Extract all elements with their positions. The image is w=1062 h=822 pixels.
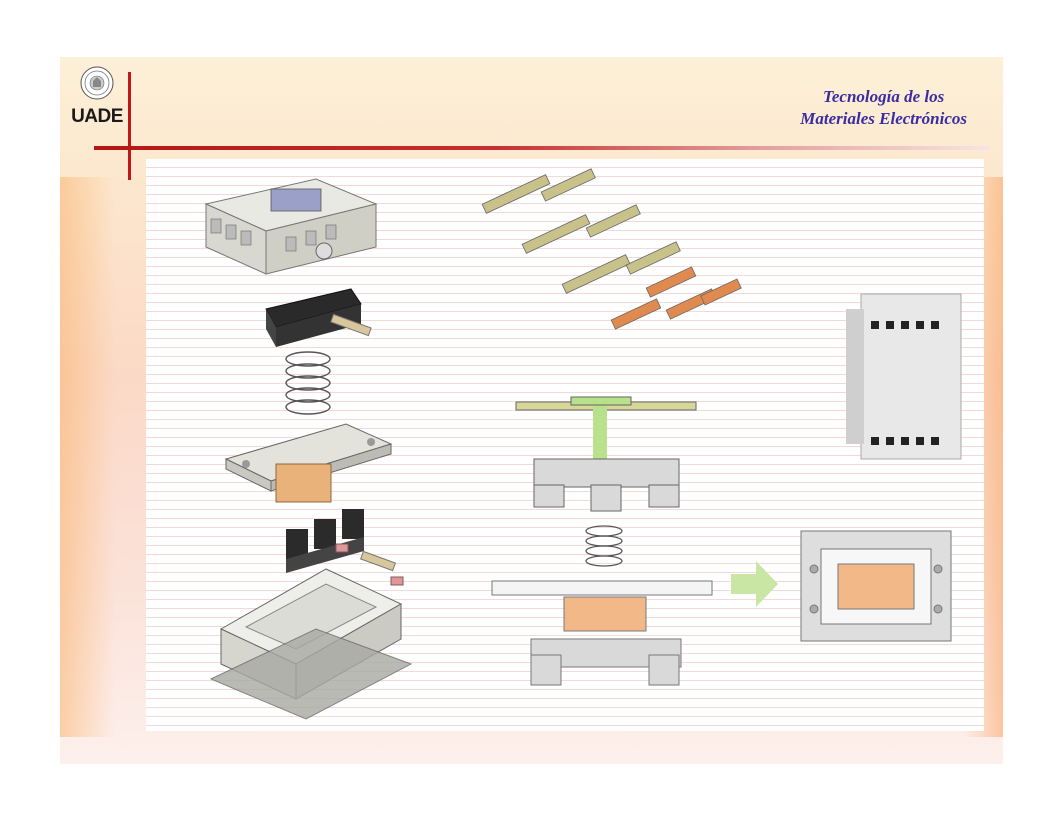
contactor-illustration: [204, 168, 962, 720]
logo-text: UADE: [71, 106, 123, 127]
contactor-base-illustration: [209, 568, 413, 720]
contacts-schematic: [515, 396, 697, 512]
assembled-electromagnet-illustration: [800, 530, 952, 642]
spring-schematic: [585, 525, 623, 567]
slide-title: Tecnología de los Materiales Electrónico…: [800, 86, 967, 130]
moving-armature-illustration: [265, 288, 372, 347]
uade-logo: UADE: [70, 66, 124, 132]
title-line-2: Materiales Electrónicos: [800, 109, 967, 128]
contactor-enclosure-illustration: [846, 293, 962, 460]
spring-illustration: [285, 351, 331, 415]
arrow-illustration: [731, 561, 778, 607]
coil-schematic: [491, 580, 713, 686]
coil-illustration: [224, 423, 393, 503]
contact-housing-illustration: [204, 178, 378, 275]
title-line-1: Tecnología de los: [823, 87, 945, 106]
fixed-core-illustration: [286, 509, 404, 586]
university-seal-icon: [80, 66, 114, 100]
accent-vertical-bar: [128, 72, 131, 180]
contactor-exploded-diagram: [146, 159, 984, 731]
contact-bars-illustration: [481, 168, 742, 330]
accent-horizontal-bar: [94, 146, 990, 150]
